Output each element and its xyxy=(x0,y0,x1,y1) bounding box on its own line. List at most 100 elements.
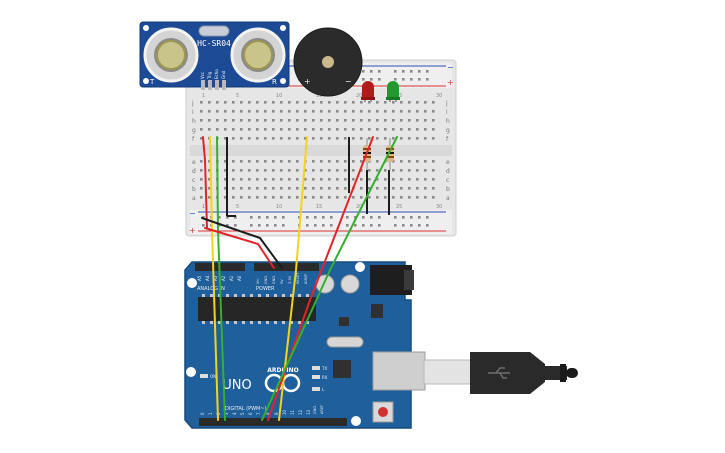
breadboard-hole xyxy=(392,169,395,172)
rail-hole xyxy=(346,224,349,227)
wire-black-gnd-rail[interactable] xyxy=(201,217,283,269)
breadboard-hole xyxy=(280,128,283,131)
row-letter: i xyxy=(192,109,194,116)
breadboard-hole xyxy=(432,196,435,199)
breadboard-hole xyxy=(208,119,211,122)
power-pin-label: GND xyxy=(272,276,276,284)
breadboard-hole xyxy=(328,187,331,190)
microcontroller-chip xyxy=(198,297,316,321)
small-ic xyxy=(339,317,349,326)
usb-cable[interactable] xyxy=(423,352,578,394)
rail-hole xyxy=(370,216,373,219)
tx-label: TX xyxy=(321,366,327,371)
row-letter: g xyxy=(192,127,196,134)
usb-port[interactable] xyxy=(372,351,426,391)
breadboard-hole xyxy=(256,178,259,181)
chip-pin xyxy=(274,294,277,297)
breadboard-hole xyxy=(248,169,251,172)
breadboard-hole xyxy=(216,119,219,122)
led-green[interactable] xyxy=(386,81,400,102)
breadboard-hole xyxy=(336,137,339,140)
transducer-left xyxy=(143,27,199,83)
breadboard-hole xyxy=(352,137,355,140)
analog-pin-label: A1 xyxy=(229,275,234,281)
sensor-r-label: R xyxy=(272,78,277,86)
breadboard-hole xyxy=(368,196,371,199)
breadboard-hole xyxy=(240,178,243,181)
piezo-buzzer[interactable]: + − xyxy=(293,27,363,97)
chip-pin xyxy=(210,321,213,324)
rail-hole xyxy=(378,224,381,227)
column-number: 1 xyxy=(202,93,205,99)
breadboard-hole xyxy=(352,160,355,163)
ultrasonic-sensor[interactable]: HC-SR04 T R Vcc Trig Echo Gnd xyxy=(139,21,290,90)
wire-green-led[interactable] xyxy=(261,136,398,421)
row-letter: g xyxy=(446,127,450,134)
breadboard-hole xyxy=(264,196,267,199)
chip-pin xyxy=(250,294,253,297)
breadboard-hole xyxy=(352,101,355,104)
power-header xyxy=(254,263,319,271)
sensor-pin-label: Echo xyxy=(214,69,219,79)
breadboard-hole xyxy=(360,128,363,131)
breadboard-hole xyxy=(296,187,299,190)
chip-pin xyxy=(234,321,237,324)
breadboard-hole xyxy=(288,110,291,113)
breadboard-hole xyxy=(336,196,339,199)
breadboard-hole xyxy=(312,110,315,113)
wire-green-echo[interactable] xyxy=(216,136,226,421)
breadboard-hole xyxy=(288,128,291,131)
rail-hole xyxy=(266,224,269,227)
breadboard-hole xyxy=(224,101,227,104)
breadboard-hole xyxy=(296,169,299,172)
breadboard-hole xyxy=(312,178,315,181)
breadboard-hole xyxy=(288,178,291,181)
power-pin-label: IOREF xyxy=(304,274,308,284)
rail-hole xyxy=(378,216,381,219)
power-pin-label: Vin xyxy=(256,278,260,284)
uno-label: UNO xyxy=(222,378,251,393)
breadboard-hole xyxy=(400,137,403,140)
rail-hole xyxy=(418,70,421,73)
breadboard-hole xyxy=(208,160,211,163)
chip-pin xyxy=(290,294,293,297)
chip-pin xyxy=(306,321,309,324)
analog-pin-label: A0 xyxy=(237,275,242,281)
breadboard-hole xyxy=(288,119,291,122)
breadboard-hole xyxy=(352,196,355,199)
rail-hole xyxy=(250,224,253,227)
breadboard-hole xyxy=(296,137,299,140)
wires xyxy=(201,136,398,421)
rail-hole xyxy=(298,216,301,219)
wire-red-led[interactable] xyxy=(267,136,374,421)
row-letter: c xyxy=(446,177,449,184)
breadboard-hole xyxy=(272,110,275,113)
analog-header-label: ANALOG IN xyxy=(197,286,225,292)
breadboard-hole xyxy=(360,187,363,190)
column-numbers: 1 5 10 15 20 25 30 1 5 10 15 20 25 30 xyxy=(202,93,442,210)
breadboard-hole xyxy=(416,178,419,181)
rail-hole xyxy=(314,216,317,219)
rail-hole xyxy=(410,70,413,73)
led-red[interactable] xyxy=(361,81,375,102)
capacitor xyxy=(340,274,360,294)
analog-pin-label: A5 xyxy=(197,275,202,281)
wire-red-5v[interactable] xyxy=(204,227,275,269)
row-letter: d xyxy=(446,168,450,175)
breadboard-hole xyxy=(392,178,395,181)
arduino-uno-board[interactable]: ANALOG IN POWER A0 A1 A2 A3 A4 A5 Vin GN… xyxy=(184,261,426,429)
wire-red-vcc[interactable] xyxy=(202,136,208,229)
breadboard-hole xyxy=(200,137,203,140)
breadboard-hole xyxy=(248,178,251,181)
breadboard-hole xyxy=(272,169,275,172)
breadboard-hole xyxy=(360,110,363,113)
chip-pin xyxy=(282,321,285,324)
chip-pin xyxy=(226,321,229,324)
breadboard-hole xyxy=(360,119,363,122)
breadboard-hole xyxy=(272,119,275,122)
breadboard-hole xyxy=(408,169,411,172)
breadboard-hole xyxy=(288,187,291,190)
chip-pin xyxy=(282,294,285,297)
breadboard-hole xyxy=(400,169,403,172)
rail-hole xyxy=(418,78,421,81)
